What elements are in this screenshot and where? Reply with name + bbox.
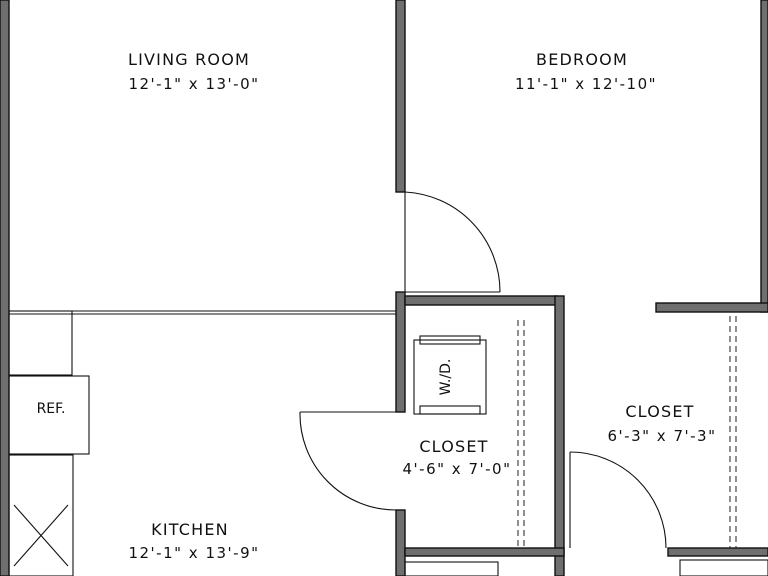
cabinet-cross-2	[13, 504, 69, 567]
door-swings	[299, 191, 667, 549]
living-bedroom-partition-wall	[395, 0, 406, 193]
bedroom-lower-wall-left	[404, 295, 558, 306]
bedroom-closet-name: CLOSET	[625, 402, 694, 421]
range-edge	[404, 561, 499, 576]
closet-divider-wall	[554, 295, 565, 576]
closet-bottom-wall	[404, 547, 565, 557]
interior-lines	[8, 310, 768, 576]
kitchen-size: 12'-1" x 13'-9"	[128, 544, 259, 562]
laundry-closet-left-wall-lower	[395, 509, 406, 576]
washer-dryer-bottom	[419, 405, 481, 415]
room-labels: LIVING ROOM 12'-1" x 13'-0" BEDROOM 11'-…	[37, 50, 717, 562]
washer-dryer-top	[419, 335, 481, 345]
washer-dryer-label: W./D.	[438, 359, 454, 396]
bedroom-closet-door-swing-arc	[569, 451, 667, 549]
upper-counter	[8, 310, 73, 376]
laundry-closet-size: 4'-6" x 7'-0"	[403, 460, 512, 478]
bedroom-size: 11'-1" x 12'-10"	[515, 75, 657, 93]
lower-cabinet	[8, 454, 74, 576]
bedroom-closet-size: 6'-3" x 7'-3"	[608, 427, 717, 445]
bedroom-closet-bottom-wall	[667, 547, 768, 557]
bottom-right-fixture-edge	[679, 559, 768, 576]
closet-door-swing-arc	[299, 411, 397, 511]
bedroom-name: BEDROOM	[536, 50, 628, 69]
laundry-closet-left-wall-upper	[395, 291, 406, 413]
bedroom-door-swing-arc	[404, 191, 501, 293]
kitchen-name: KITCHEN	[151, 520, 229, 539]
bedroom-lower-wall-right	[655, 302, 768, 313]
refrigerator-label: REF.	[37, 401, 66, 417]
laundry-closet-name: CLOSET	[419, 437, 488, 456]
left-exterior-wall	[0, 0, 10, 576]
refrigerator	[8, 375, 90, 455]
living-room-size: 12'-1" x 13'-0"	[128, 75, 259, 93]
bedroom-right-exterior-wall	[760, 0, 768, 313]
living-room-name: LIVING ROOM	[128, 50, 250, 69]
